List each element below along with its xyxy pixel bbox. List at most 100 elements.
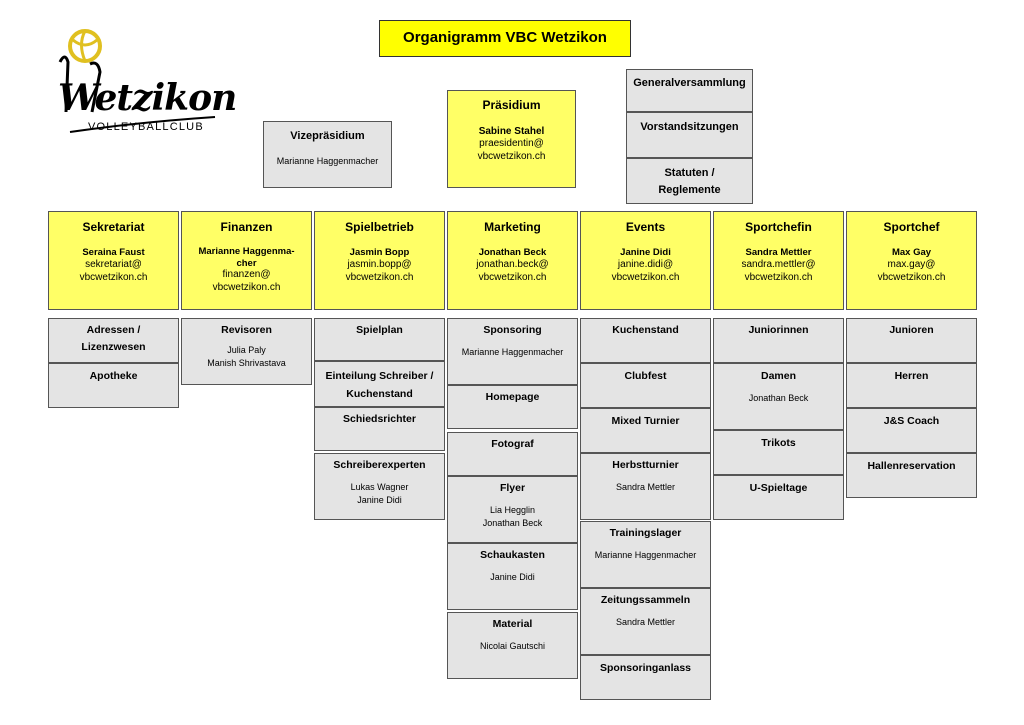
- dept-email-1: max.gay@: [887, 259, 936, 270]
- sub-herren: Herren: [846, 363, 977, 408]
- sub-title: J&S Coach: [883, 415, 940, 427]
- vorstandsitzungen-box: Vorstandsitzungen: [626, 112, 753, 158]
- sub-title: U-Spieltage: [749, 482, 808, 494]
- generalversammlung-box: Generalversammlung: [626, 69, 753, 112]
- sub-title: Sponsoring: [483, 324, 542, 336]
- sub-title: Sponsoringanlass: [599, 662, 692, 674]
- sub-title: Homepage: [485, 391, 540, 403]
- sub-sponsoring: Sponsoring Marianne Haggenmacher: [447, 318, 578, 385]
- dept-person-cont: cher: [236, 257, 257, 269]
- volleyball-icon: [58, 29, 216, 133]
- sub-person: Sandra Mettler: [615, 617, 676, 627]
- dept-email-2: vbcwetzikon.ch: [744, 271, 813, 283]
- sub-title: Apotheke: [89, 370, 138, 382]
- vizepraesidium-box: Vizepräsidium Marianne Haggenmacher: [263, 121, 392, 188]
- sub-title: Hallenreservation: [867, 460, 956, 472]
- sub-title: Flyer: [499, 482, 526, 494]
- dept-title: Sekretariat: [82, 220, 145, 234]
- dept-marketing: Marketing Jonathan Beck jonathan.beck@ v…: [447, 211, 578, 310]
- sub-title: Zeitungssammeln: [600, 594, 691, 606]
- sub-person: Janine Didi: [357, 495, 402, 505]
- sub-title: Juniorinnen: [748, 324, 809, 336]
- dept-sportchef: Sportchef Max Gay max.gay@ vbcwetzikon.c…: [846, 211, 977, 310]
- dept-title: Sportchef: [883, 220, 940, 234]
- sub-schiedsrichter: Schiedsrichter: [314, 407, 445, 451]
- dept-person: Janine Didi: [620, 247, 671, 258]
- dept-email-1: janine.didi@: [617, 259, 674, 270]
- sub-sponsoringanlass: Sponsoringanlass: [580, 655, 711, 700]
- sub-title: Spielplan: [356, 324, 403, 336]
- sub-title: Herbstturnier: [612, 459, 679, 471]
- dept-events: Events Janine Didi janine.didi@ vbcwetzi…: [580, 211, 711, 310]
- sub-person: Jonathan Beck: [482, 518, 543, 528]
- sub-person: Jonathan Beck: [748, 393, 809, 403]
- vorstandsitzungen-label: Vorstandsitzungen: [640, 121, 739, 133]
- sub-title: Damen: [760, 370, 796, 382]
- dept-finanzen: Finanzen Marianne Haggenma- cher finanze…: [181, 211, 312, 310]
- sub-title-cont: Kuchenstand: [346, 388, 413, 400]
- sub-title: Clubfest: [624, 370, 667, 382]
- dept-email-1: sandra.mettler@: [741, 259, 816, 270]
- dept-person: Sandra Mettler: [745, 247, 812, 258]
- vizepraesidium-title: Vizepräsidium: [290, 130, 365, 142]
- dept-sekretariat: Sekretariat Seraina Faust sekretariat@ v…: [48, 211, 179, 310]
- sub-trainingslager: Trainingslager Marianne Haggenmacher: [580, 521, 711, 588]
- sub-title: Material: [492, 618, 533, 630]
- praesidium-email-2: vbcwetzikon.ch: [477, 150, 546, 162]
- dept-title: Marketing: [484, 220, 541, 234]
- page-title: Organigramm VBC Wetzikon: [379, 20, 631, 57]
- dept-person: Seraina Faust: [82, 247, 145, 258]
- sub-material: Material Nicolai Gautschi: [447, 612, 578, 679]
- dept-email-1: jonathan.beck@: [476, 259, 549, 270]
- dept-title: Sportchefin: [745, 220, 812, 234]
- dept-email-2: vbcwetzikon.ch: [877, 271, 946, 283]
- sub-person: Nicolai Gautschi: [479, 641, 546, 651]
- dept-email-2: vbcwetzikon.ch: [345, 271, 414, 283]
- sub-js-coach: J&S Coach: [846, 408, 977, 453]
- sub-schreiberexperten: Schreiberexperten Lukas Wagner Janine Di…: [314, 453, 445, 520]
- dept-person: Jasmin Bopp: [349, 247, 410, 258]
- sub-trikots: Trikots: [713, 430, 844, 475]
- logo-wordmark: Wetzikon: [58, 77, 237, 119]
- dept-email-2: vbcwetzikon.ch: [212, 281, 281, 293]
- dept-sportchefin: Sportchefin Sandra Mettler sandra.mettle…: [713, 211, 844, 310]
- sub-title: Adressen /: [86, 324, 141, 336]
- sub-title: Einteilung Schreiber /: [325, 370, 434, 382]
- vizepraesidium-name: Marianne Haggenmacher: [276, 156, 379, 166]
- sub-mixed-turnier: Mixed Turnier: [580, 408, 711, 453]
- sub-person: Janine Didi: [490, 572, 535, 582]
- statuten-label-1: Statuten /: [664, 167, 715, 179]
- sub-title: Schaukasten: [480, 549, 545, 561]
- sub-person: Manish Shrivastava: [207, 358, 286, 368]
- club-logo: Wetzikon VOLLEYBALLCLUB: [40, 22, 237, 137]
- sub-revisoren: Revisoren Julia Paly Manish Shrivastava: [181, 318, 312, 385]
- sub-fotograf: Fotograf: [447, 432, 578, 476]
- sub-spielplan: Spielplan: [314, 318, 445, 361]
- dept-email-2: vbcwetzikon.ch: [478, 271, 547, 283]
- dept-email-1: jasmin.bopp@: [347, 259, 412, 270]
- sub-u-spieltage: U-Spieltage: [713, 475, 844, 520]
- sub-title: Kuchenstand: [612, 324, 679, 336]
- dept-title: Spielbetrieb: [345, 220, 414, 234]
- sub-title: Junioren: [889, 324, 934, 336]
- sub-apotheke: Apotheke: [48, 363, 179, 408]
- dept-email-1: sekretariat@: [85, 259, 142, 270]
- dept-email-2: vbcwetzikon.ch: [611, 271, 680, 283]
- sub-title-cont: Lizenzwesen: [81, 341, 146, 353]
- dept-title: Finanzen: [220, 220, 273, 234]
- dept-person: Jonathan Beck: [478, 247, 547, 258]
- sub-einteilung: Einteilung Schreiber / Kuchenstand: [314, 361, 445, 407]
- sub-title: Revisoren: [221, 324, 272, 336]
- sub-kuchenstand: Kuchenstand: [580, 318, 711, 363]
- sub-title: Schreiberexperten: [333, 459, 426, 471]
- dept-title: Events: [625, 220, 666, 234]
- praesidium-email-1: praesidentin@: [479, 138, 544, 149]
- sub-juniorinnen: Juniorinnen: [713, 318, 844, 363]
- sub-title: Mixed Turnier: [611, 415, 680, 427]
- sub-junioren: Junioren: [846, 318, 977, 363]
- sub-title: Fotograf: [491, 438, 534, 450]
- statuten-label-2: Reglemente: [658, 184, 721, 196]
- sub-adressen: Adressen / Lizenzwesen: [48, 318, 179, 363]
- sub-homepage: Homepage: [447, 385, 578, 429]
- praesidium-title: Präsidium: [482, 98, 541, 112]
